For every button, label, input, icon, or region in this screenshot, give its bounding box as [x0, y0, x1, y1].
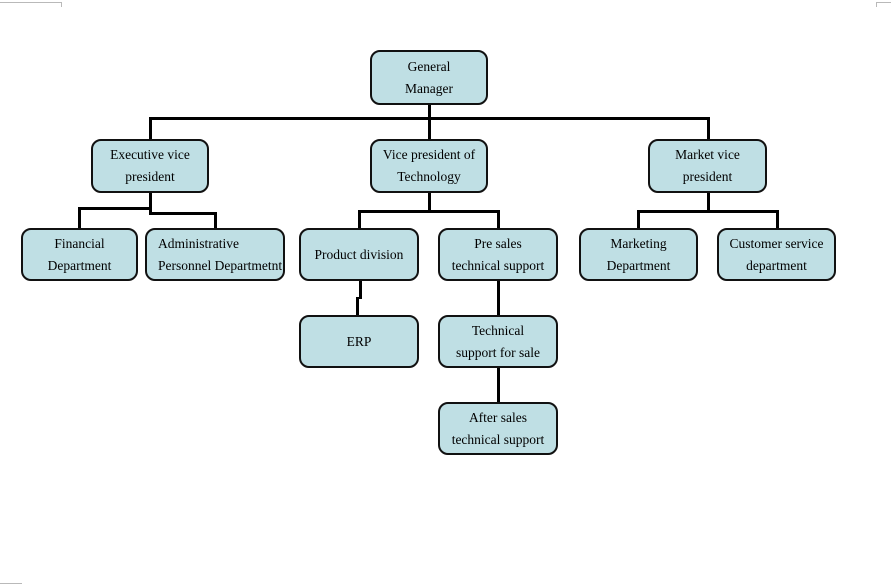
- node-label-line: Marketing: [610, 235, 667, 251]
- connector-presales-techsupport: [496, 281, 500, 315]
- node-label-line: department: [746, 257, 807, 273]
- connector-marketvp-stem: [706, 193, 710, 213]
- connector-product-erp-upper: [358, 281, 362, 299]
- connector-execvp-right-rail: [148, 212, 217, 215]
- node-label-line: General: [407, 58, 451, 74]
- node-general-manager[interactable]: General Manager: [370, 50, 488, 105]
- connector-drop-customer-service: [775, 210, 779, 228]
- connector-drop-vp-technology: [427, 117, 431, 139]
- node-label-line: president: [682, 169, 733, 184]
- node-label-line: Personnel Departmetnt: [158, 257, 283, 273]
- connector-gm-stem: [427, 105, 431, 120]
- node-label-line: technical support: [451, 257, 545, 273]
- node-label-line: Market vice: [675, 147, 740, 162]
- connector-drop-admin-personnel: [213, 212, 217, 228]
- node-label-line: After sales: [468, 409, 528, 425]
- node-label-line: Customer service: [729, 235, 824, 251]
- page-mark-top-right-h: [876, 2, 891, 3]
- node-technical-support-for-sale[interactable]: Technical support for sale: [438, 315, 558, 368]
- page-mark-top-right-tick: [876, 2, 877, 7]
- node-label-line: president: [125, 169, 175, 184]
- node-marketing-department[interactable]: Marketing Department: [579, 228, 698, 281]
- node-label-line: Department: [606, 257, 671, 273]
- node-financial-department[interactable]: Financial Department: [21, 228, 138, 281]
- node-label-line: Technical: [471, 322, 525, 338]
- node-label-line: Product division: [314, 246, 404, 262]
- connector-execvp-stem: [148, 193, 152, 215]
- node-label-line: technical support: [451, 431, 545, 447]
- node-label-line: Administrative: [158, 235, 239, 251]
- node-administrative-personnel-department[interactable]: Administrative Personnel Departmetnt: [145, 228, 285, 281]
- connector-techsupport-aftersales: [496, 368, 500, 402]
- node-executive-vice-president[interactable]: Executive vice president: [91, 139, 209, 193]
- node-label-line: ERP: [346, 333, 372, 349]
- node-erp[interactable]: ERP: [299, 315, 419, 368]
- page-mark-top-left-tick: [61, 2, 62, 7]
- node-pre-sales-technical-support[interactable]: Pre sales technical support: [438, 228, 558, 281]
- node-label-line: Technology: [397, 169, 461, 184]
- connector-drop-executive-vp: [148, 117, 152, 139]
- node-label-line: Executive vice: [110, 147, 190, 162]
- connector-drop-pre-sales: [496, 210, 500, 228]
- node-label-line: Manager: [405, 80, 453, 96]
- node-after-sales-technical-support[interactable]: After sales technical support: [438, 402, 558, 455]
- page-mark-bottom-left-h: [0, 583, 22, 584]
- page-mark-top-left-h: [0, 2, 62, 3]
- node-label-line: Department: [47, 257, 112, 273]
- node-customer-service-department[interactable]: Customer service department: [717, 228, 836, 281]
- connector-product-erp-lower: [356, 297, 359, 315]
- connector-vptech-rail: [357, 210, 500, 213]
- connector-drop-product-division: [357, 210, 361, 228]
- connector-drop-marketing: [636, 210, 640, 228]
- node-product-division[interactable]: Product division: [299, 228, 419, 281]
- connector-drop-market-vp: [706, 117, 710, 139]
- connector-drop-financial: [77, 207, 81, 228]
- node-label-line: Pre sales: [474, 235, 522, 251]
- connector-execvp-left-rail: [77, 207, 152, 210]
- node-label-line: Financial: [54, 235, 105, 251]
- node-market-vice-president[interactable]: Market vice president: [648, 139, 767, 193]
- node-label-line: support for sale: [456, 344, 540, 360]
- node-label-line: Vice president of: [382, 147, 476, 162]
- connector-marketvp-rail: [636, 210, 779, 213]
- connector-vptech-stem: [427, 193, 431, 213]
- node-vice-president-of-technology[interactable]: Vice president of Technology: [370, 139, 488, 193]
